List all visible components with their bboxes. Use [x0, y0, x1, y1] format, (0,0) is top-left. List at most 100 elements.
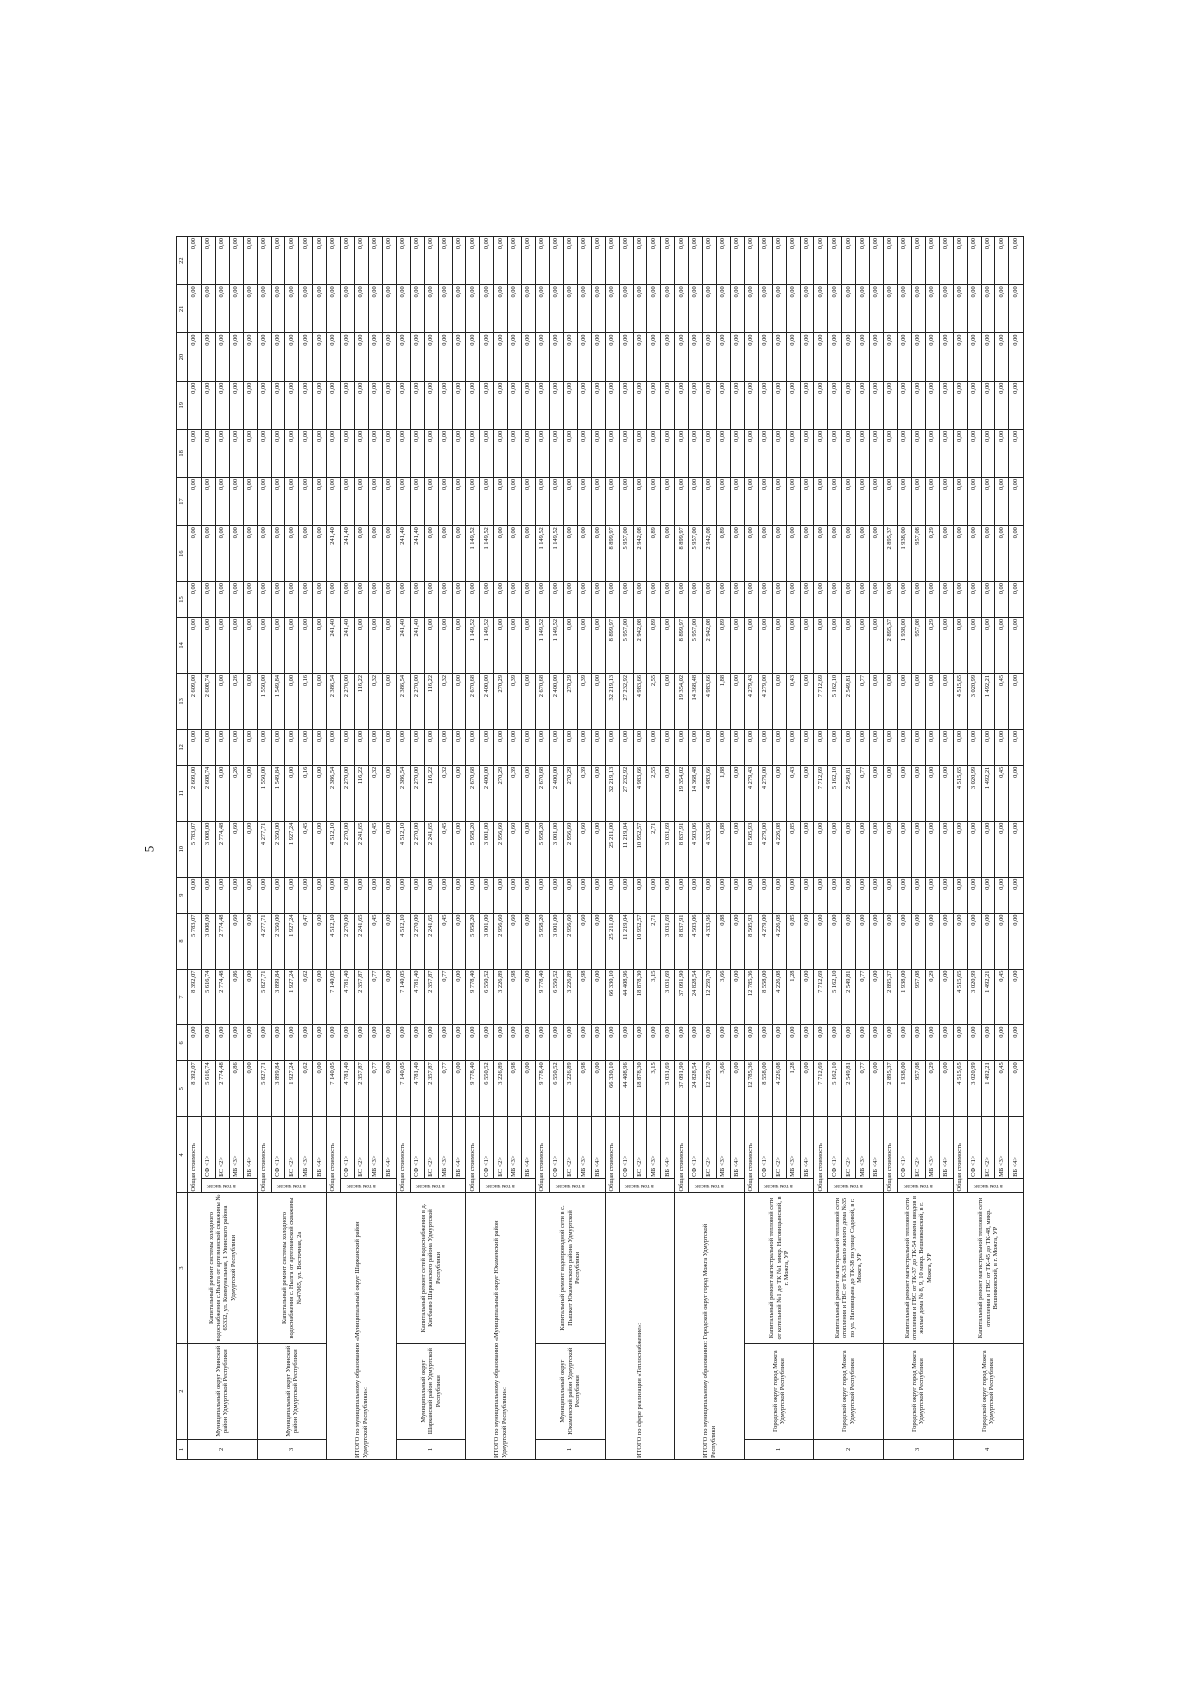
value-cell: 0,45: [438, 821, 453, 878]
value-cell: 0,00: [744, 381, 759, 430]
value-cell: 0,00: [257, 1025, 272, 1061]
value-cell: 0,00: [869, 729, 884, 766]
value-cell: 1,88: [716, 673, 731, 730]
value-cell: 0,00: [410, 333, 425, 382]
value-cell: 0,39: [577, 673, 592, 730]
value-cell: 5 958,20: [465, 913, 480, 970]
funding-label-total: Общая стоимость: [605, 1116, 620, 1193]
value-cell: 0,00: [953, 821, 968, 878]
value-cell: 0,00: [479, 429, 494, 478]
value-cell: 0,62: [298, 1060, 313, 1117]
value-cell: 241,40: [326, 525, 341, 582]
value-cell: 5 827,71: [257, 969, 272, 1025]
value-cell: 0,00: [911, 581, 926, 618]
value-cell: 0,00: [229, 729, 244, 766]
value-cell: 0,00: [633, 429, 647, 478]
value-cell: 0,00: [549, 1025, 564, 1061]
column-number-1: 1: [176, 1439, 188, 1460]
value-cell: 270,29: [493, 765, 508, 822]
value-cell: 0,00: [646, 333, 661, 382]
table-row: ИТОГО по муниципальному образованию «Мун…: [326, 236, 397, 1460]
value-cell: 0,98: [577, 1060, 592, 1117]
value-cell: 0,00: [410, 1025, 425, 1061]
value-cell: 18 878,30: [633, 1060, 647, 1117]
value-cell: 0,00: [424, 729, 439, 766]
value-cell: 0,00: [229, 525, 244, 582]
value-cell: 0,00: [660, 617, 675, 674]
value-cell: 0,00: [312, 333, 327, 382]
value-cell: 0,00: [981, 429, 995, 478]
value-cell: 3 031,69: [660, 1060, 675, 1117]
value-cell: 1 927,24: [284, 913, 299, 970]
total-label: ИТОГО по сфере реализации «Теплоснабжени…: [605, 1192, 675, 1460]
value-cell: 0,00: [438, 877, 453, 914]
value-cell: 0,00: [465, 581, 480, 618]
value-cell: 0,00: [298, 729, 313, 766]
value-cell: 0,00: [855, 429, 870, 478]
value-cell: 0,00: [312, 821, 327, 878]
value-cell: 0,00: [660, 765, 675, 822]
value-cell: 0,00: [813, 877, 828, 914]
value-cell: 0,00: [633, 581, 647, 618]
value-cell: 3 031,69: [660, 969, 675, 1025]
value-cell: 0,00: [939, 821, 954, 878]
value-cell: 4 515,65: [953, 765, 968, 822]
value-cell: 0,00: [215, 381, 230, 430]
value-cell: 0,00: [396, 729, 411, 766]
value-cell: 0,00: [507, 1025, 522, 1061]
value-cell: 0,00: [284, 765, 299, 822]
value-cell: 0,00: [452, 617, 466, 674]
value-cell: 0,43: [786, 673, 801, 730]
value-cell: 44 408,96: [619, 969, 633, 1025]
value-cell: 0,00: [591, 765, 606, 822]
value-cell: 0,00: [187, 1025, 202, 1061]
value-cell: 0,00: [633, 1025, 647, 1061]
value-cell: 0,00: [452, 477, 466, 526]
value-cell: 0,60: [507, 821, 522, 878]
value-cell: 0,00: [841, 581, 856, 618]
value-cell: 0,00: [326, 729, 341, 766]
value-cell: 0,00: [925, 284, 940, 333]
value-cell: 0,00: [841, 913, 856, 970]
value-cell: 0,00: [438, 284, 453, 333]
value-cell: 0,00: [521, 581, 536, 618]
value-cell: 4 512,10: [326, 821, 341, 878]
value-cell: 0,00: [730, 765, 745, 822]
value-cell: 3 020,99: [967, 1060, 982, 1117]
value-cell: 0,00: [911, 765, 926, 822]
value-cell: 0,00: [563, 477, 578, 526]
value-cell: 0,00: [702, 429, 717, 478]
value-cell: 0,00: [382, 765, 397, 822]
funding-label-mb: МБ <3>: [925, 1116, 940, 1179]
value-cell: 0,00: [535, 729, 550, 766]
value-cell: 0,00: [605, 333, 620, 382]
value-cell: 0,00: [800, 581, 814, 618]
value-cell: 241,40: [410, 525, 425, 582]
value-cell: 0,00: [549, 381, 564, 430]
value-cell: 2 670,68: [535, 673, 550, 730]
value-cell: 0,32: [368, 765, 383, 822]
value-cell: 2 774,48: [215, 1060, 230, 1117]
value-cell: 3 001,00: [549, 913, 564, 970]
value-cell: 0,00: [702, 729, 717, 766]
value-cell: 0,00: [507, 429, 522, 478]
value-cell: 0,43: [786, 765, 801, 822]
value-cell: 0,00: [326, 877, 341, 914]
value-cell: 8 837,91: [674, 913, 689, 970]
value-cell: 0,00: [660, 581, 675, 618]
row-index: 3: [883, 1439, 954, 1460]
column-number-17: 17: [176, 477, 188, 526]
value-cell: 0,00: [660, 673, 675, 730]
including-label-cell: в том числе:: [549, 1178, 606, 1193]
value-cell: 0,32: [438, 673, 453, 730]
value-cell: 241,40: [410, 617, 425, 674]
value-cell: 0,00: [800, 1025, 814, 1061]
value-cell: 2 270,00: [340, 821, 355, 878]
value-cell: 0,00: [563, 729, 578, 766]
value-cell: 0,29: [925, 525, 940, 582]
value-cell: 0,00: [660, 236, 675, 285]
value-cell: 0,00: [967, 525, 982, 582]
value-cell: 0,00: [368, 477, 383, 526]
value-cell: 0,00: [688, 381, 703, 430]
value-cell: 0,00: [883, 673, 898, 730]
